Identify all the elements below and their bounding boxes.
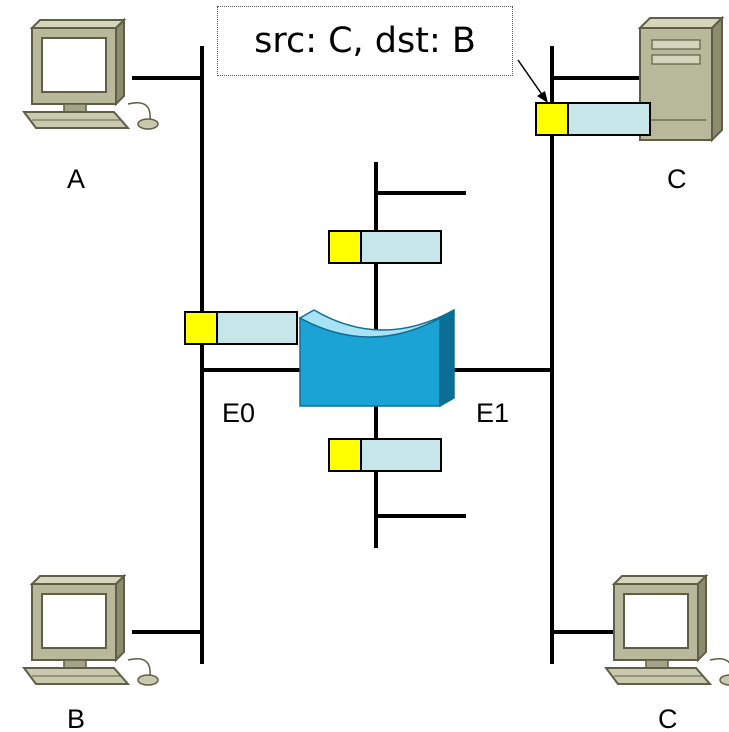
desktop-computer-icon: [23, 19, 159, 130]
frame-address-callout: src: C, dst: B: [217, 6, 513, 76]
desktop-computer-icon: [605, 575, 729, 686]
callout-arrow: [517, 59, 548, 103]
frame-on-segment-e1: [535, 102, 651, 136]
server-tower-icon: [637, 15, 725, 143]
host-label-c-pc: C: [658, 704, 678, 732]
host-label-b: B: [67, 704, 86, 732]
bridge-icon: [298, 308, 455, 408]
interface-label-e0: E0: [222, 398, 256, 428]
frame-bridge-top: [328, 230, 442, 264]
host-label-a: A: [67, 164, 86, 194]
frame-bridge-bottom: [328, 438, 442, 472]
frame-on-segment-e0: [184, 311, 298, 345]
host-label-c-server: C: [667, 164, 687, 194]
interface-label-e1: E1: [476, 398, 510, 428]
